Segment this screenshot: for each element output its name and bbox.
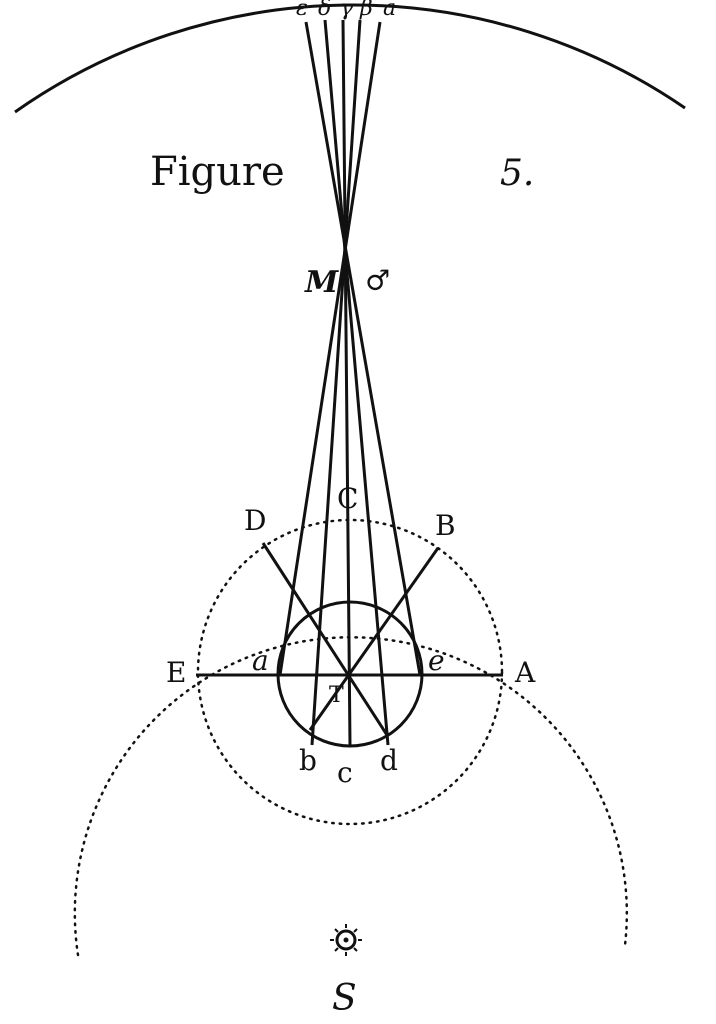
label-epsilon: ε <box>296 0 308 21</box>
label-mars-M: M <box>304 265 339 300</box>
label-C: C <box>337 482 358 515</box>
label-S: S <box>332 978 357 1019</box>
point-labels: C D B E A a e T b c d <box>166 482 536 789</box>
sun-icon <box>330 924 362 956</box>
label-beta: β <box>359 0 373 21</box>
figure-title: Figure <box>150 149 285 195</box>
diameters <box>196 542 503 736</box>
sphere-arc <box>14 3 686 114</box>
label-delta: δ <box>318 0 331 21</box>
label-b: b <box>299 744 317 777</box>
label-T: T <box>329 683 344 708</box>
mars-symbol: ♂ <box>365 264 390 297</box>
label-E: E <box>166 656 186 689</box>
label-a-top: a <box>383 0 396 21</box>
label-A: A <box>514 656 536 689</box>
sight-lines <box>278 19 422 746</box>
label-e: e <box>428 644 445 677</box>
top-labels: ε δ γ β a <box>296 0 396 21</box>
label-D: D <box>244 504 266 537</box>
figure-number: 5. <box>500 153 534 194</box>
label-gamma: γ <box>340 0 354 21</box>
label-d: d <box>380 744 398 777</box>
label-a: a <box>252 644 269 677</box>
label-B: B <box>435 509 456 542</box>
label-c: c <box>337 756 353 789</box>
orbit-circle-earth <box>196 518 504 826</box>
